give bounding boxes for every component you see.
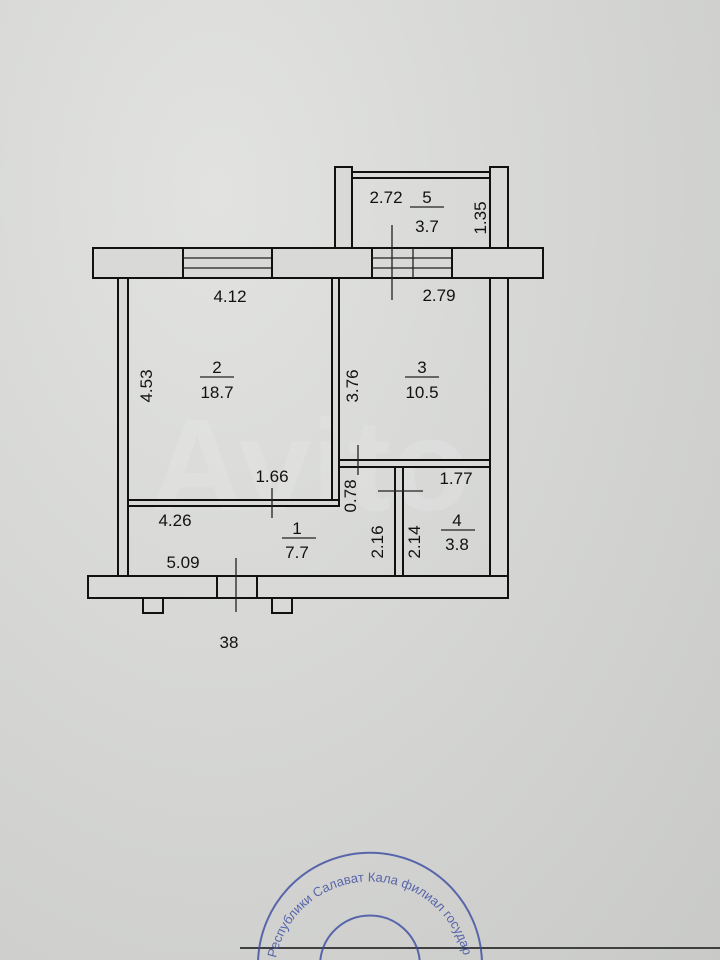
bottom-wall bbox=[87, 575, 509, 614]
window bbox=[182, 247, 273, 279]
room-5-number: 5 bbox=[422, 188, 431, 207]
room-1-area: 7.7 bbox=[285, 543, 309, 562]
room-labels: 2 18.7 3 10.5 1 7.7 4 3.8 5 3.7 bbox=[200, 188, 475, 562]
stamp-outer-ring bbox=[257, 851, 483, 960]
left-wall bbox=[117, 277, 129, 579]
dim-hall-inner: 4.26 bbox=[158, 511, 191, 530]
balcony bbox=[334, 166, 509, 249]
dim-hall-side: 2.16 bbox=[368, 525, 387, 558]
room-3-area: 10.5 bbox=[405, 383, 438, 402]
room-4-number: 4 bbox=[452, 511, 461, 530]
room-2-number: 2 bbox=[212, 358, 221, 377]
dimension-labels: 2.72 1.35 4.12 2.79 4.53 3.76 1.66 1.77 … bbox=[137, 188, 490, 652]
room-4-area: 3.8 bbox=[445, 535, 469, 554]
dim-balcony-depth: 1.35 bbox=[471, 201, 490, 234]
room-2-area: 18.7 bbox=[200, 383, 233, 402]
dim-bath-width: 1.77 bbox=[439, 469, 472, 488]
dim-room3-width: 2.79 bbox=[422, 286, 455, 305]
dim-room3-depth: 3.76 bbox=[343, 369, 362, 402]
room-5-area: 3.7 bbox=[415, 217, 439, 236]
balcony-wall-right bbox=[489, 166, 509, 249]
top-wall bbox=[92, 247, 544, 279]
balcony-door-window bbox=[371, 247, 453, 279]
dim-bath-depth: 2.14 bbox=[405, 525, 424, 558]
balcony-rail bbox=[351, 171, 491, 179]
dim-room2-width: 4.12 bbox=[213, 287, 246, 306]
stamp-inner-ring bbox=[319, 914, 421, 960]
apartment-number: 38 bbox=[220, 633, 239, 652]
right-wall bbox=[489, 277, 509, 579]
entrance-door bbox=[216, 575, 258, 599]
balcony-wall-left bbox=[334, 166, 353, 249]
dim-room2-depth: 4.53 bbox=[137, 369, 156, 402]
dim-hall-outer: 5.09 bbox=[166, 553, 199, 572]
room-3-number: 3 bbox=[417, 358, 426, 377]
room-1-number: 1 bbox=[292, 519, 301, 538]
dim-balcony-width: 2.72 bbox=[369, 188, 402, 207]
dim-room2-door: 1.66 bbox=[255, 467, 288, 486]
dim-passage: 0.78 bbox=[341, 479, 360, 512]
door-marks bbox=[235, 225, 423, 612]
partitions bbox=[127, 277, 491, 577]
